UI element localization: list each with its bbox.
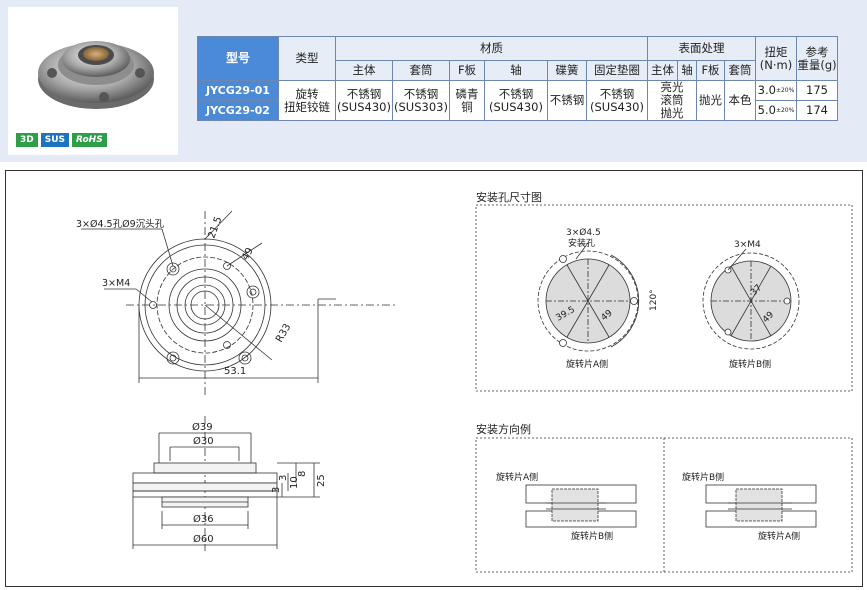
material-spring: 不锈钢 bbox=[547, 80, 587, 121]
dim-d36: Ø36 bbox=[193, 513, 214, 525]
mount-frame bbox=[475, 204, 853, 392]
hole-b-size: 3×M4 bbox=[734, 240, 761, 250]
subheader: F板 bbox=[449, 60, 485, 81]
surface-main: 亮光滚筒抛光 bbox=[647, 80, 697, 121]
product-header: 3D SUS RoHS 型号 类型 材质 表面处理 扭矩(N·m) 参考重量(g… bbox=[0, 0, 867, 162]
dim-r33: R33 bbox=[274, 322, 293, 345]
dim-d30: Ø30 bbox=[193, 435, 214, 447]
direction-title: 安装方向例 bbox=[476, 422, 531, 436]
surface-sleeve: 本色 bbox=[724, 80, 756, 121]
header-type: 类型 bbox=[278, 36, 336, 81]
dir-left-top: 旋转片A侧 bbox=[496, 471, 538, 483]
weight-cell: 175 bbox=[796, 80, 838, 101]
hole-callout: 3×Ø4.5孔Ø9沉头孔 bbox=[76, 218, 165, 230]
header-torque: 扭矩(N·m) bbox=[755, 36, 797, 81]
model-cell: JYCG29-02 bbox=[197, 100, 279, 121]
hole-a-label: 安装孔 bbox=[568, 237, 595, 249]
direction-right bbox=[705, 484, 817, 528]
header-surface: 表面处理 bbox=[647, 36, 756, 61]
header-weight: 参考重量(g) bbox=[796, 36, 838, 81]
dim-h25: 25 bbox=[316, 474, 327, 487]
top-view-labels: 3×Ø4.5孔Ø9沉头孔 3×M4 21.5 49 R33 53.1 bbox=[76, 215, 293, 377]
top-view bbox=[81, 210, 396, 396]
m4-callout: 3×M4 bbox=[102, 278, 130, 289]
mount-a bbox=[537, 242, 640, 352]
side-view bbox=[132, 416, 320, 551]
dir-left-bottom: 旋转片B侧 bbox=[571, 530, 613, 542]
torque-cell: 5.0±20% bbox=[755, 100, 797, 121]
direction-left bbox=[525, 484, 637, 528]
torque-cell: 3.0±20% bbox=[755, 80, 797, 101]
caption-a: 旋转片A侧 bbox=[566, 358, 608, 370]
dim-21-5: 21.5 bbox=[206, 215, 224, 240]
dim-d60: Ø60 bbox=[193, 533, 214, 545]
product-photo: 3D SUS RoHS bbox=[8, 7, 178, 155]
hole-a-size: 3×Ø4.5 bbox=[566, 227, 601, 238]
drawing-canvas: 3×Ø4.5孔Ø9沉头孔 3×M4 21.5 49 R33 53.1 bbox=[76, 190, 853, 573]
model-cell: JYCG29-01 bbox=[197, 80, 279, 101]
mount-b bbox=[702, 248, 800, 350]
caption-b: 旋转片B侧 bbox=[729, 358, 771, 370]
surface-fplate: 抛光 bbox=[696, 80, 725, 121]
subheader: 套筒 bbox=[724, 60, 756, 81]
material-washer: 不锈钢(SUS430) bbox=[586, 80, 648, 121]
subheader: 碟簧 bbox=[547, 60, 587, 81]
dim-53-1: 53.1 bbox=[224, 366, 246, 377]
technical-drawing: 3×Ø4.5孔Ø9沉头孔 3×M4 21.5 49 R33 53.1 bbox=[5, 170, 863, 587]
subheader: 轴 bbox=[484, 60, 548, 81]
header-material: 材质 bbox=[335, 36, 648, 61]
material-main: 不锈钢(SUS430) bbox=[335, 80, 393, 121]
header-model: 型号 bbox=[197, 36, 279, 81]
badge-3d: 3D bbox=[16, 133, 38, 147]
product-image bbox=[38, 41, 154, 109]
direction-right-labels: 旋转片B侧 旋转片A侧 bbox=[682, 471, 800, 542]
dim-h3b: 3 bbox=[271, 487, 282, 493]
dir-right-top: 旋转片B侧 bbox=[682, 471, 724, 483]
dim-h3a: 3 bbox=[278, 475, 289, 481]
certification-badges: 3D SUS RoHS bbox=[16, 133, 107, 147]
subheader: 套筒 bbox=[392, 60, 450, 81]
mount-title: 安装孔尺寸图 bbox=[476, 190, 542, 204]
material-shaft: 不锈钢(SUS430) bbox=[484, 80, 548, 121]
dim-h10: 10 bbox=[289, 476, 300, 489]
badge-rohs: RoHS bbox=[72, 133, 107, 147]
angle-120: 120° bbox=[649, 289, 659, 311]
direction-left-labels: 旋转片A侧 旋转片B侧 bbox=[496, 471, 613, 542]
side-view-labels: Ø39 Ø30 Ø36 Ø60 8 10 3 3 25 bbox=[192, 421, 327, 545]
badge-sus: SUS bbox=[40, 133, 70, 147]
dir-right-bottom: 旋转片A侧 bbox=[758, 530, 800, 542]
subheader: 固定垫圈 bbox=[586, 60, 648, 81]
spec-table: 型号 类型 材质 表面处理 扭矩(N·m) 参考重量(g) 主体 套筒 F板 轴… bbox=[197, 36, 838, 121]
subheader: 主体 bbox=[335, 60, 393, 81]
material-sleeve: 不锈钢(SUS303) bbox=[392, 80, 450, 121]
subheader: 主体 bbox=[647, 60, 678, 81]
material-fplate: 磷青铜 bbox=[449, 80, 485, 121]
type-cell: 旋转扭矩铰链 bbox=[278, 80, 336, 121]
subheader: F板 bbox=[696, 60, 725, 81]
dim-h8: 8 bbox=[297, 471, 308, 477]
weight-cell: 174 bbox=[796, 100, 838, 121]
dim-d39: Ø39 bbox=[192, 421, 213, 433]
subheader: 轴 bbox=[677, 60, 697, 81]
